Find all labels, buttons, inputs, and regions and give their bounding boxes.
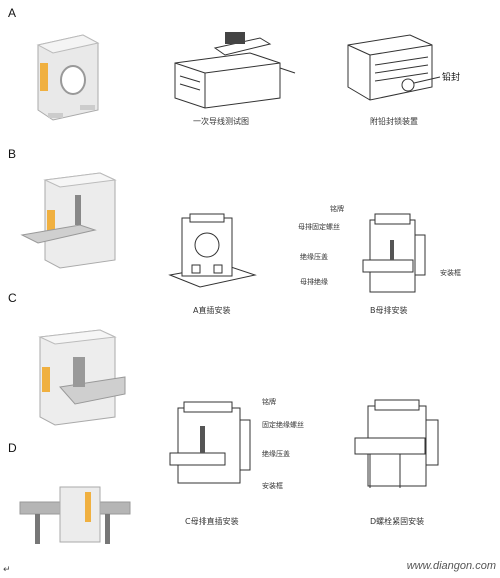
watermark: www.diangon.com (406, 560, 496, 572)
caption-a-seal-lock: 附铅封锁装置 (370, 117, 418, 126)
caption-b-direct-insert: A直插安装 (193, 306, 231, 315)
callout-b-3: 母排绝缘 (300, 278, 328, 286)
callout-a-seal: 铅封 (442, 73, 461, 83)
caption-d-bolt-mount: D螺栓紧固安装 (370, 517, 425, 526)
footmark: ↵ (3, 565, 11, 575)
photo-transformer-c (38, 329, 126, 426)
callout-b-1: 母排固定螺丝 (298, 223, 340, 231)
photo-transformer-d (19, 486, 131, 544)
diagram-b-direct-insert (168, 213, 257, 288)
caption-b-busbar: B母排安装 (370, 306, 408, 315)
diagram-a-seal-lock (347, 34, 441, 101)
photo-transformer-b (20, 172, 117, 269)
callout-c-1: 固定绝缘螺丝 (262, 421, 304, 429)
callout-c-2: 绝缘压盖 (262, 450, 290, 458)
callout-b-4: 安装框 (440, 269, 461, 277)
diagram-c-busbar-insert (169, 401, 251, 484)
callout-c-nameplate: 铭牌 (262, 398, 276, 406)
caption-c-busbar-insert: C母排直插安装 (185, 517, 239, 526)
diagram-d-bolt-mount (354, 399, 439, 488)
row-label-c: C (8, 291, 17, 305)
row-label-d: D (8, 441, 17, 455)
diagram-a-test-wire (174, 32, 296, 109)
row-label-b: B (8, 147, 17, 161)
caption-a-test-wire: 一次导线测试图 (193, 117, 249, 126)
row-label-a: A (8, 6, 17, 20)
callout-b-nameplate: 铭牌 (330, 205, 344, 213)
callout-c-3: 安装框 (262, 482, 283, 490)
callout-b-2: 绝缘压盖 (300, 253, 328, 261)
photo-transformer-a (36, 34, 100, 121)
diagram-b-busbar (362, 213, 426, 293)
